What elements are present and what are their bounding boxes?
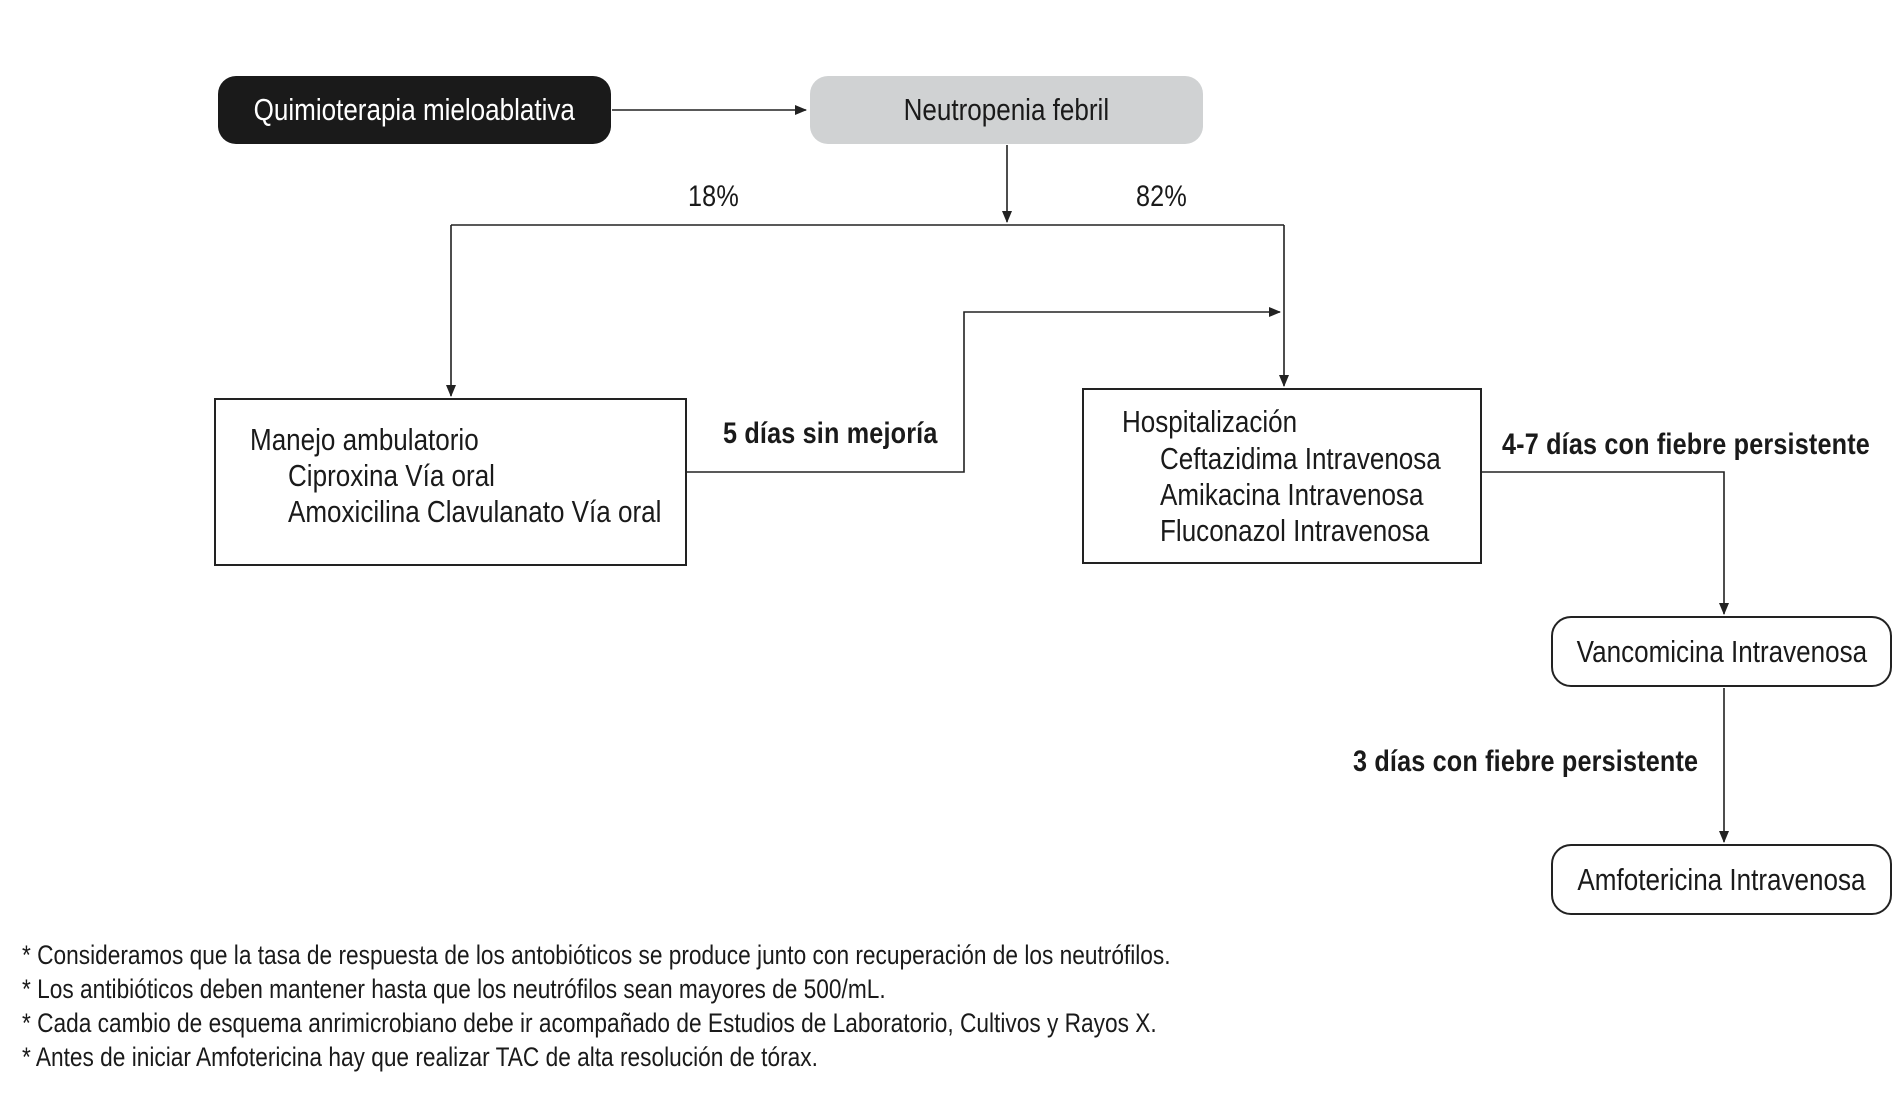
arrow-ambulatory-to-hospital (686, 307, 1281, 473)
ambulatory-title: Manejo ambulatorio (250, 422, 479, 457)
node-neutropenia-label: Neutropenia febril (903, 92, 1110, 127)
edge-label-fever-3-days: 3 días con fiebre persistente (1353, 745, 1699, 778)
edge-label-no-improvement: 5 días sin mejoría (723, 417, 938, 450)
node-amphotericin: Amfotericina Intravenosa (1551, 844, 1892, 915)
footnote: * Antes de iniciar Amfotericina hay que … (22, 1042, 818, 1072)
ambulatory-item: Amoxicilina Clavulanato Vía oral (288, 494, 662, 529)
hospital-item: Fluconazol Intravenosa (1160, 513, 1430, 548)
node-amphotericin-label: Amfotericina Intravenosa (1577, 861, 1866, 897)
hospital-title: Hospitalización (1122, 404, 1298, 439)
edge-label-18-percent: 18% (688, 180, 739, 213)
footnotes: * Consideramos que la tasa de respuesta … (22, 938, 1389, 1074)
node-ambulatory: Manejo ambulatorio Ciproxina Vía oral Am… (214, 398, 687, 566)
ambulatory-item: Ciproxina Vía oral (288, 458, 495, 493)
footnote: * Los antibióticos deben mantener hasta … (22, 974, 886, 1004)
node-chemotherapy-label: Quimioterapia mieloablativa (253, 92, 576, 127)
node-chemotherapy: Quimioterapia mieloablativa (218, 76, 611, 144)
footnote: * Consideramos que la tasa de respuesta … (22, 940, 1171, 970)
node-hospitalization: Hospitalización Ceftazidima Intravenosa … (1082, 388, 1482, 564)
edge-label-82-percent: 82% (1136, 180, 1187, 213)
hospital-item: Ceftazidima Intravenosa (1160, 441, 1441, 476)
arrow-hospital-to-vancomycin (1481, 471, 1729, 615)
edge-label-fever-4-7-days: 4-7 días con fiebre persistente (1502, 428, 1870, 461)
node-neutropenia: Neutropenia febril (810, 76, 1203, 144)
node-vancomycin: Vancomicina Intravenosa (1551, 616, 1892, 687)
node-vancomycin-label: Vancomicina Intravenosa (1576, 633, 1867, 669)
hospital-item: Amikacina Intravenosa (1160, 477, 1424, 512)
footnote: * Cada cambio de esquema anrimicrobiano … (22, 1008, 1157, 1038)
